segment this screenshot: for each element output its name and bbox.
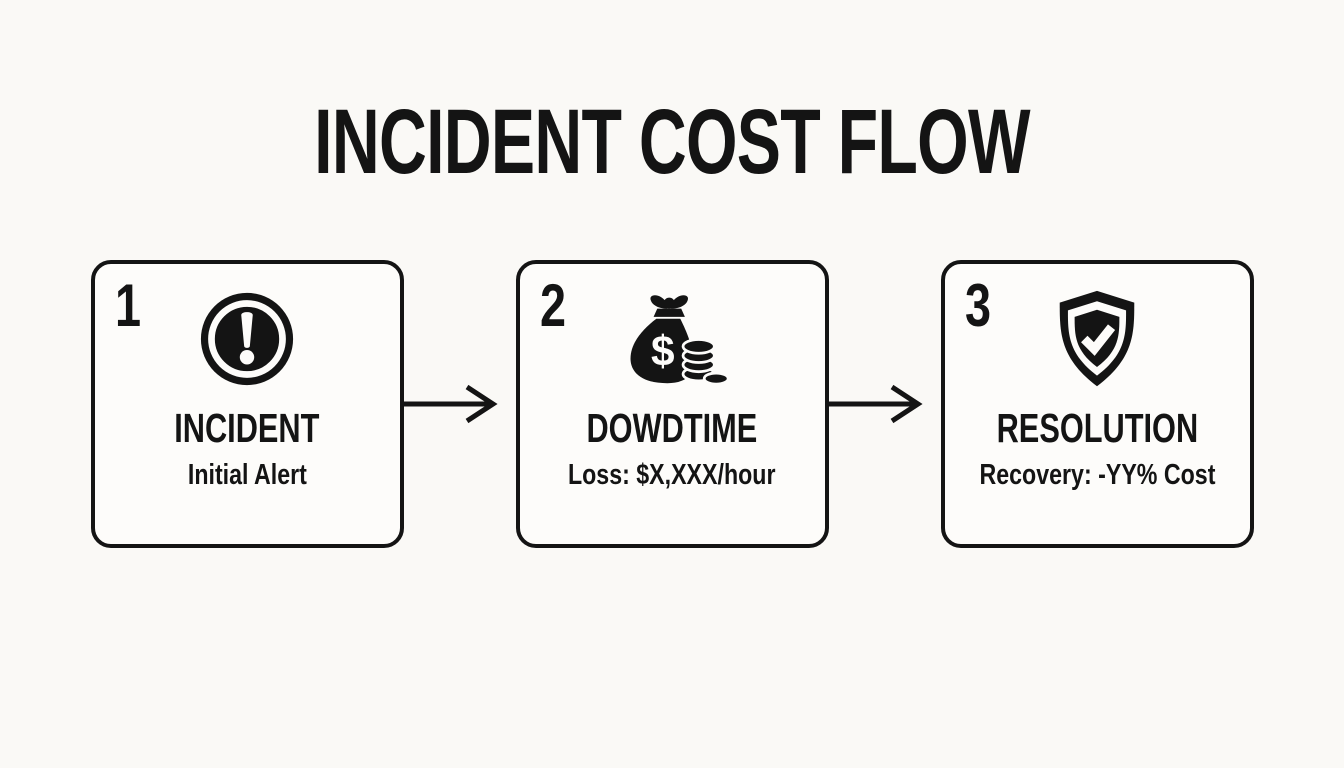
step-card-downtime: 2 $ DOWDTIME Los: [515, 260, 829, 548]
step-card-incident: 1 INCIDENT Initial Alert: [90, 260, 404, 548]
step-number: 1: [114, 272, 141, 339]
step-title: RESOLUTION: [996, 405, 1198, 451]
step-title: DOWDTIME: [586, 405, 758, 451]
flow-diagram: 1 INCIDENT Initial Alert 2: [0, 260, 1344, 548]
step-card-resolution: 3 RESOLUTION Recovery: -YY% Cost: [940, 260, 1254, 548]
step-subtitle: Initial Alert: [187, 459, 307, 491]
step-title: INCIDENT: [174, 405, 320, 451]
svg-text:$: $: [651, 328, 675, 375]
step-subtitle: Recovery: -YY% Cost: [979, 459, 1215, 491]
page-title-text: INCIDENT COST FLOW: [314, 91, 1030, 193]
alert-circle-icon: [199, 288, 295, 390]
step-number: 2: [539, 272, 566, 339]
money-bag-icon: $: [614, 288, 730, 390]
step-number: 3: [964, 272, 991, 339]
shield-check-icon: [1051, 288, 1143, 390]
arrow-right-icon: [403, 382, 516, 426]
step-subtitle: Loss: $X,XXX/hour: [568, 459, 776, 491]
arrow-right-icon: [828, 382, 941, 426]
page-title: INCIDENT COST FLOW: [0, 96, 1344, 188]
